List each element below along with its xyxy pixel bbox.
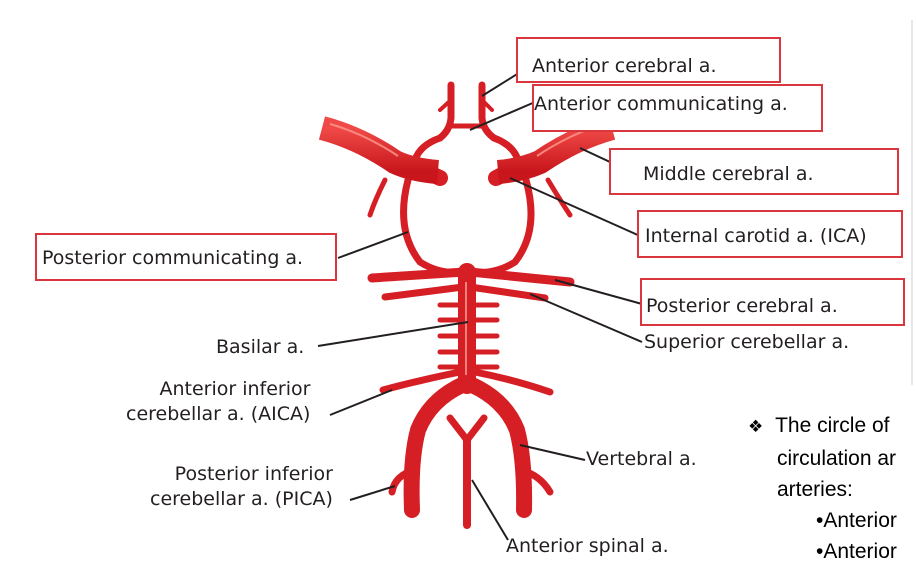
- anterior-cerebral-label: Anterior cerebral a.: [532, 55, 717, 77]
- panel-divider: [911, 20, 913, 385]
- pica-right: [517, 466, 554, 496]
- aica-label-line2: cerebellar a. (AICA): [126, 403, 311, 425]
- leader-pica: [349, 485, 396, 501]
- anterior-cerebral-artery-left: [436, 81, 455, 142]
- posterior-cerebral-left: [367, 267, 470, 283]
- leader-basilar: [317, 321, 469, 347]
- vertebral-label: Vertebral a.: [586, 448, 697, 470]
- anterior-communicating-label: Anterior communicating a.: [534, 93, 788, 115]
- posterior-communicating-label: Posterior communicating a.: [42, 247, 304, 269]
- posterior-cerebral-box: Posterior cerebral a.: [640, 278, 905, 326]
- anterior-spinal-label: Anterior spinal a.: [506, 535, 669, 557]
- posterior-cerebral-right: [465, 267, 575, 287]
- leader-superior-cerebellar: [529, 293, 643, 343]
- leader-posterior-cerebral: [554, 279, 643, 305]
- middle-cerebral-artery-left: [318, 116, 440, 184]
- notes-line3: arteries:: [777, 478, 853, 501]
- notes-line1: The circle of: [775, 414, 890, 437]
- leader-vertebral: [519, 444, 586, 461]
- aica-label: Anterior inferior cerebellar a. (AICA): [126, 377, 310, 427]
- aica-label-line1: Anterior inferior: [159, 378, 311, 400]
- pica-label-line2: cerebellar a. (PICA): [150, 488, 333, 510]
- notes-block: ❖ The circle of circulation ar arteries:…: [748, 410, 897, 567]
- anterior-communicating-box: Anterior communicating a.: [532, 84, 823, 132]
- vertebral-artery-right: [464, 377, 533, 518]
- leader-aica: [329, 389, 393, 416]
- internal-carotid-label: Internal carotid a. (ICA): [645, 225, 867, 247]
- middle-cerebral-artery-right: [496, 116, 616, 184]
- aica-right: [471, 368, 554, 396]
- leader-anterior-spinal: [471, 479, 509, 541]
- pica-left: [388, 466, 419, 496]
- middle-cerebral-label: Middle cerebral a.: [643, 163, 814, 185]
- pica-label-line1: Posterior inferior: [174, 463, 333, 485]
- anterior-cerebral-box: Anterior cerebral a.: [516, 37, 781, 83]
- notes-item1: •Anterior: [816, 509, 897, 532]
- superior-cerebellar-label: Superior cerebellar a.: [644, 331, 850, 353]
- posterior-communicating-left: [400, 176, 469, 276]
- notes-line2: circulation ar: [777, 447, 897, 470]
- posterior-communicating-right: [466, 176, 535, 276]
- notes-item2: •Anterior: [816, 540, 897, 563]
- middle-cerebral-box: Middle cerebral a.: [609, 148, 899, 195]
- aica-left: [379, 368, 464, 394]
- posterior-cerebral-label: Posterior cerebral a.: [646, 295, 838, 317]
- internal-carotid-box: Internal carotid a. (ICA): [637, 210, 903, 258]
- diamond-bullet-icon: ❖: [748, 417, 764, 437]
- leader-anterior-communicating: [469, 101, 536, 131]
- leader-posterior-communicating: [337, 231, 409, 259]
- posterior-communicating-box: Posterior communicating a.: [35, 233, 337, 281]
- pica-label: Posterior inferior cerebellar a. (PICA): [150, 462, 333, 512]
- superior-cerebellar-right: [466, 283, 549, 302]
- basilar-label: Basilar a.: [216, 336, 305, 358]
- vertebral-artery-left: [403, 377, 470, 518]
- superior-cerebellar-left: [381, 283, 467, 301]
- leader-internal-carotid: [509, 177, 641, 237]
